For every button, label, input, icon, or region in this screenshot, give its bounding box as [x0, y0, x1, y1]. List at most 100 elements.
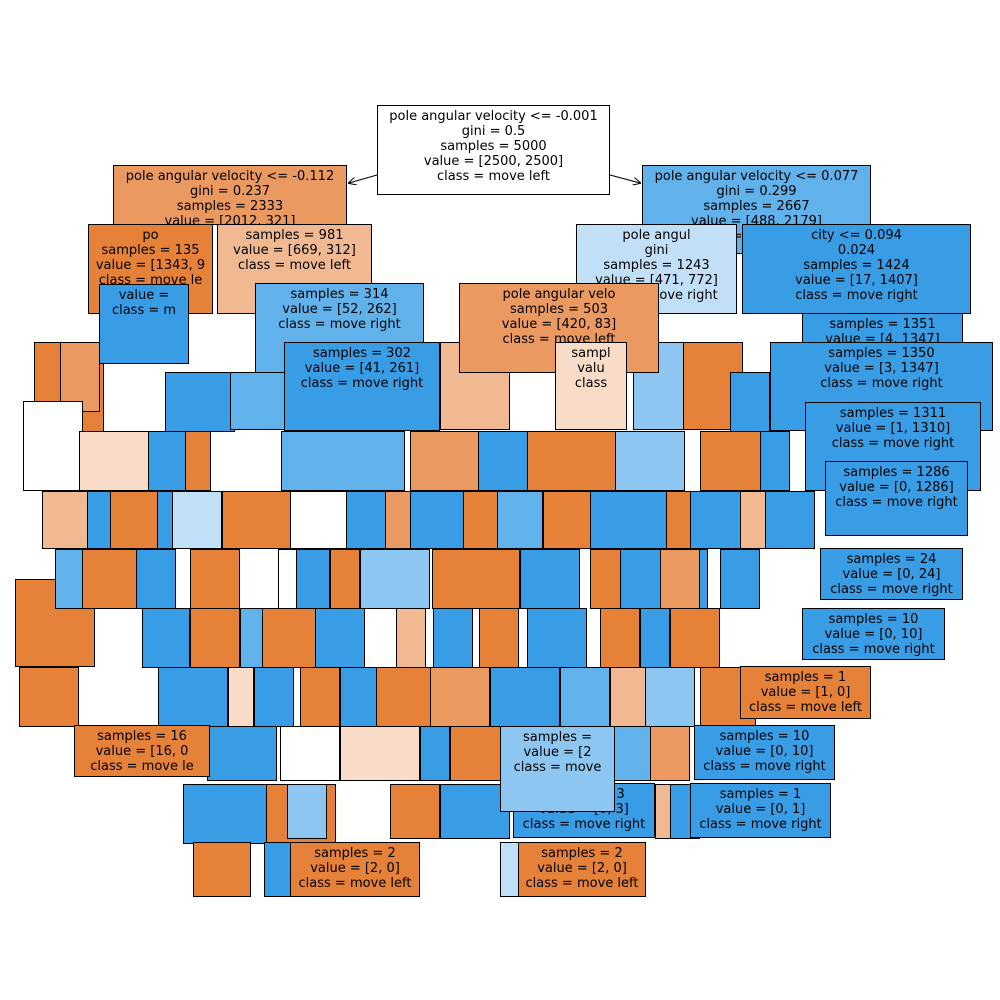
node-line: value = [0, 24] — [842, 567, 941, 582]
node-line: value = [2012, 321] — [164, 214, 296, 225]
node-line: class = move right — [830, 582, 953, 597]
overlapping-subtree-node — [340, 726, 420, 781]
node-line: class = move right — [522, 817, 646, 832]
overlapping-subtree-node — [385, 491, 411, 549]
node-line: value = [2500, 2500] — [423, 154, 564, 169]
node-line: value = [16, 0 — [95, 744, 189, 759]
node-line: gini = 0.237 — [189, 184, 271, 199]
node-line: class = move right — [835, 495, 958, 510]
overlapping-subtree-node — [346, 491, 386, 549]
node-line: class = move right — [795, 288, 918, 303]
node-line: class = move left — [525, 876, 639, 891]
node-line: 0.024 — [837, 243, 876, 258]
node-line: samples = 503 — [509, 302, 608, 317]
tree-node-n7: value =class = m — [99, 284, 189, 364]
overlapping-subtree-node — [670, 608, 720, 668]
node-line: samples = 5000 — [440, 139, 547, 154]
node-line: pole angul — [622, 228, 691, 243]
overlapping-subtree-node — [500, 842, 520, 897]
node-line: samples = 10 — [828, 612, 919, 627]
overlapping-subtree-node — [610, 667, 650, 727]
node-line: samples = 1350 — [828, 346, 935, 361]
node-line: gini = 0.299 — [716, 184, 797, 199]
overlapping-subtree-node — [490, 667, 560, 727]
overlapping-subtree-node — [396, 608, 426, 668]
overlapping-subtree-node — [430, 667, 490, 727]
overlapping-subtree-node — [290, 491, 350, 549]
overlapping-subtree-node — [410, 491, 464, 549]
node-line: samples = 2667 — [703, 199, 810, 214]
node-line: value = [0, 1] — [715, 802, 806, 817]
overlapping-subtree-node — [590, 491, 680, 549]
overlapping-subtree-node — [190, 549, 240, 609]
overlapping-subtree-node — [560, 667, 610, 727]
overlapping-subtree-node — [765, 491, 815, 549]
node-line: value = [1, 0] — [760, 685, 851, 700]
overlapping-subtree-node — [136, 549, 176, 609]
overlapping-subtree-node — [645, 667, 695, 727]
overlapping-subtree-node — [360, 549, 430, 609]
node-line: class = move left — [749, 700, 862, 715]
node-line: samples = 1 — [719, 787, 802, 802]
overlapping-subtree-node — [330, 549, 360, 609]
overlapping-subtree-node — [207, 726, 277, 781]
edge-root-right — [609, 174, 640, 183]
node-line: value = [2, 0] — [310, 861, 400, 876]
node-line: pole angular velo — [502, 287, 616, 302]
node-line: class = move — [513, 760, 602, 775]
overlapping-subtree-node — [230, 372, 285, 430]
node-line: class = move right — [699, 817, 822, 832]
node-line: value = [0, 10] — [824, 627, 923, 642]
node-line: class = move right — [820, 376, 943, 391]
node-line: class = move left — [298, 876, 412, 891]
overlapping-subtree-node — [165, 372, 235, 432]
overlapping-subtree-node — [110, 491, 158, 549]
node-line: value = [41, 261] — [304, 361, 420, 376]
node-line: value = [2, 0] — [537, 861, 627, 876]
node-line: class = move right — [703, 759, 826, 774]
node-line: class = move left — [437, 169, 550, 184]
node-line: samples = 981 — [245, 228, 344, 243]
node-line: po — [142, 228, 159, 243]
node-line: samples = 2333 — [176, 199, 284, 214]
node-line: value = [52, 262] — [282, 302, 397, 317]
node-line: value = [2 — [523, 745, 592, 760]
overlapping-subtree-node — [296, 549, 330, 609]
node-line: valu — [577, 361, 605, 376]
overlapping-subtree-node — [760, 431, 790, 491]
overlapping-subtree-node — [410, 431, 480, 491]
node-line: pole angular velocity <= -0.112 — [125, 169, 335, 184]
node-line: class = move right — [831, 436, 955, 451]
overlapping-subtree-node — [158, 667, 228, 727]
node-line: class = move le — [90, 759, 194, 774]
overlapping-subtree-node — [190, 608, 240, 668]
node-line: samples = 1424 — [803, 258, 910, 273]
overlapping-subtree-node — [142, 608, 190, 668]
overlapping-subtree-node — [79, 431, 149, 491]
node-line: gini — [644, 243, 669, 258]
node-line: samples = 314 — [290, 287, 389, 302]
overlapping-subtree-node — [479, 608, 519, 668]
overlapping-subtree-node — [615, 431, 685, 491]
overlapping-subtree-node — [280, 726, 340, 781]
overlapping-subtree-node — [376, 667, 432, 727]
node-line: samples = 302 — [312, 346, 411, 361]
overlapping-subtree-node — [730, 372, 770, 432]
overlapping-subtree-node — [193, 842, 251, 897]
overlapping-subtree-node — [172, 491, 222, 549]
node-line: value = [1343, 9 — [95, 258, 206, 273]
overlapping-subtree-node — [19, 667, 79, 727]
